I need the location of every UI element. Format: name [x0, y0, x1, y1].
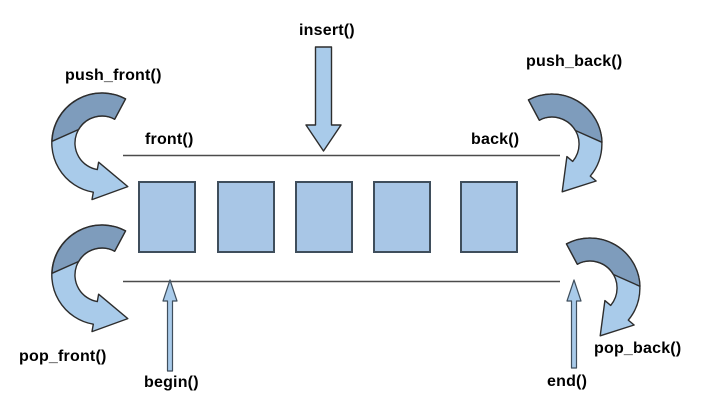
push-front-arrow-icon — [51, 92, 129, 201]
deque-cell — [138, 181, 196, 253]
end-arrow-icon — [566, 279, 582, 369]
begin-label: begin() — [144, 374, 199, 391]
pop-back-arrow-icon — [565, 237, 641, 337]
deque-cell — [295, 181, 353, 253]
pop-front-arrow-icon — [51, 224, 129, 333]
begin-arrow-icon — [162, 279, 178, 372]
pop-front-label: pop_front() — [19, 348, 107, 365]
deque-cell — [217, 181, 275, 253]
insert-arrow-icon — [305, 46, 342, 152]
insert-label: insert() — [299, 22, 355, 39]
end-label: end() — [547, 373, 588, 390]
push-front-label: push_front() — [65, 67, 162, 84]
back-label: back() — [471, 131, 520, 148]
deque-cells — [0, 181, 714, 253]
pop-back-label: pop_back() — [594, 340, 682, 357]
push-back-arrow-icon — [527, 93, 603, 193]
front-label: front() — [145, 131, 194, 148]
deque-cell — [460, 181, 518, 253]
push-back-label: push_back() — [526, 53, 623, 70]
deque-cell — [373, 181, 431, 253]
